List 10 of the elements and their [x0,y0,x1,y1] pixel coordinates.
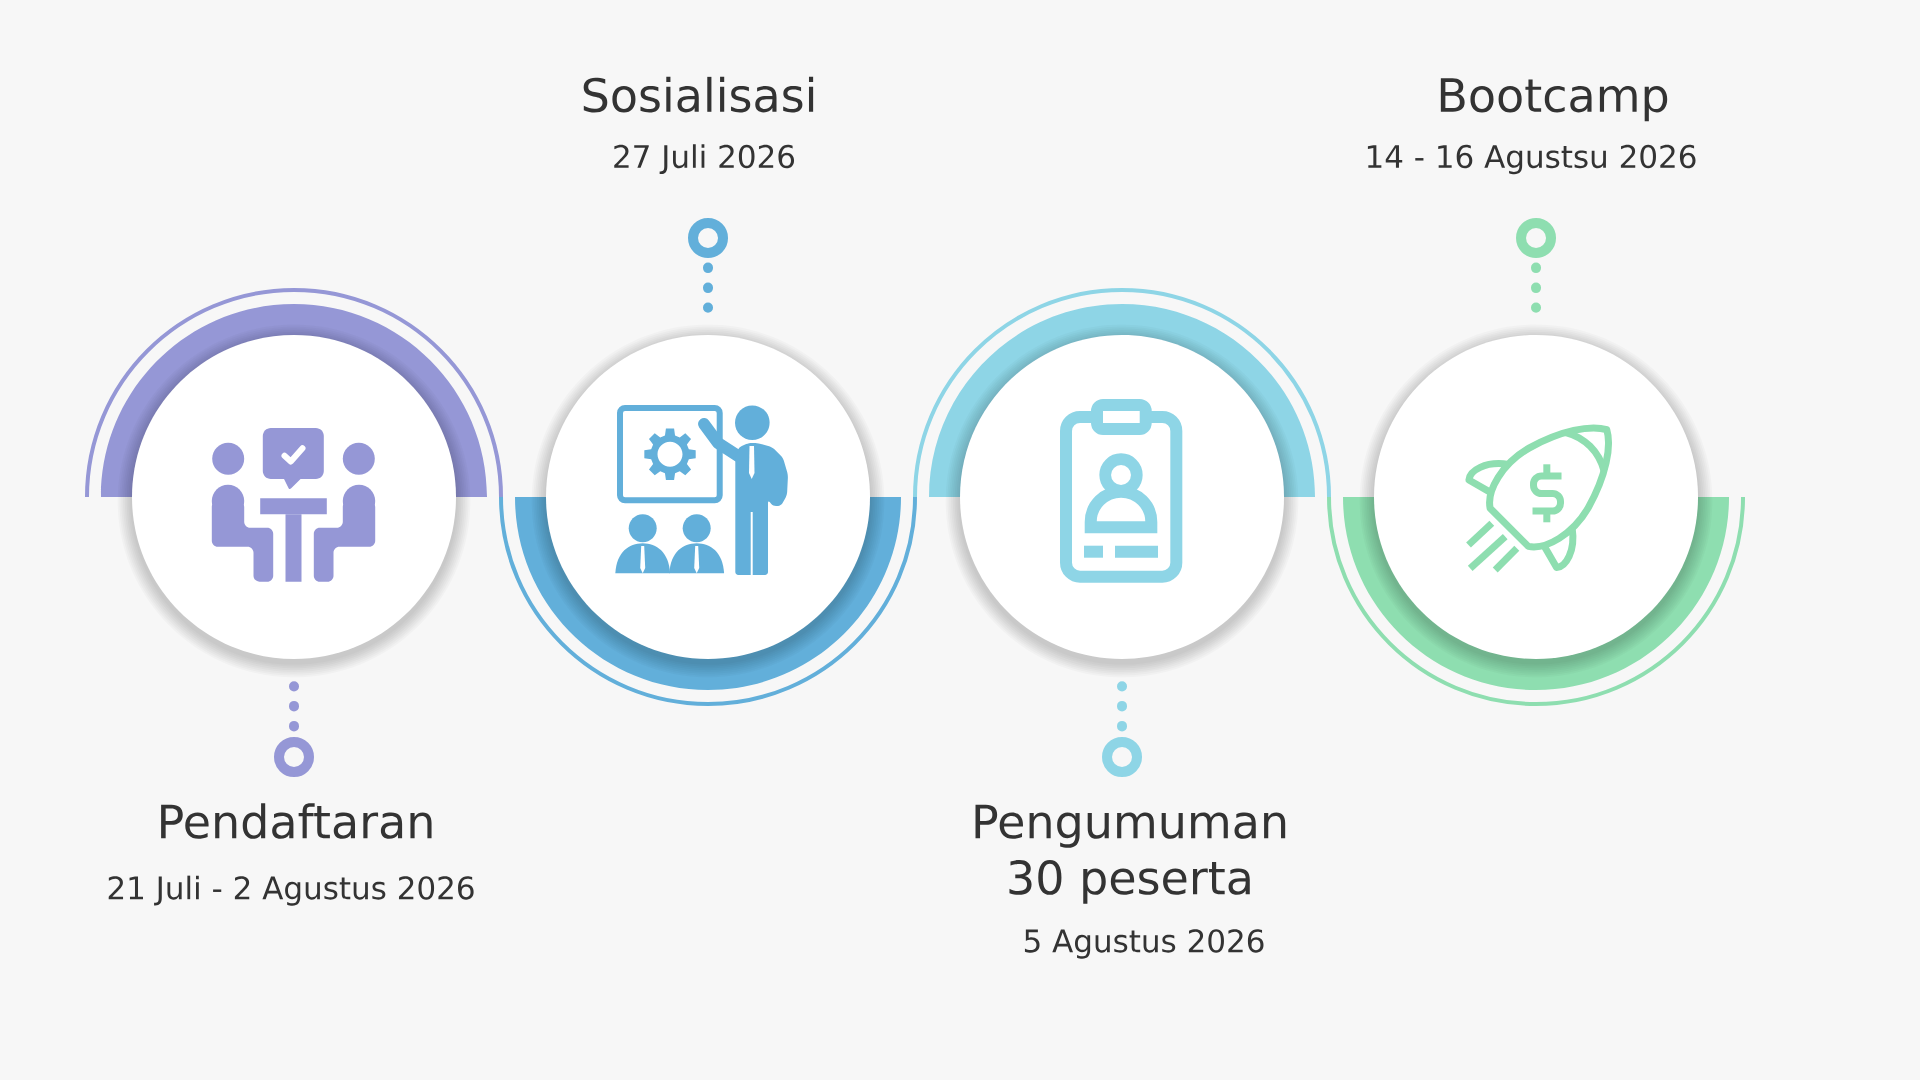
step-title: Pendaftaran [161,803,432,839]
step-title: Bootcamp [1440,78,1668,122]
step-title: Pengumuman 30 peserta [975,804,1286,904]
date-text: 5 Agustus 2026 [1024,929,1264,959]
step-circle [945,324,1299,678]
date-text: 14 - 16 Agustsu 2026 [1367,144,1696,175]
step-circle [1359,324,1713,678]
date-text: 21 Juli - 2 Agustus 2026 [108,875,474,906]
date-text: 27 Juli 2026 [614,144,795,174]
step-title: Sosialisasi [583,76,814,113]
